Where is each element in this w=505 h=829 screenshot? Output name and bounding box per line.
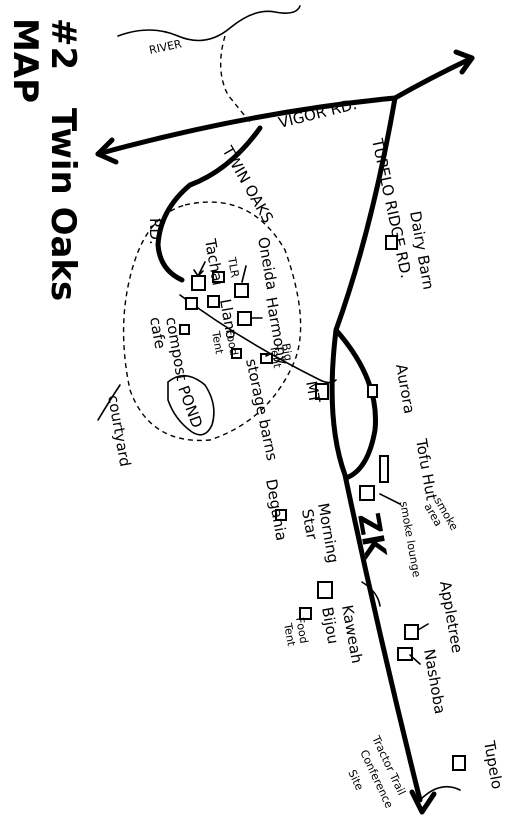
storage-barns-building bbox=[231, 348, 242, 359]
big-tent-label-1: Big bbox=[279, 342, 295, 362]
aurora-loop-road bbox=[333, 327, 379, 481]
conference-site-label-2: Site bbox=[345, 768, 366, 793]
smoke-lounge-arrow bbox=[379, 493, 401, 505]
courtyard-pointer bbox=[97, 384, 121, 421]
river-line bbox=[117, 5, 301, 42]
map-title: MAP #2 Twin Oaks bbox=[5, 18, 83, 301]
zk-building bbox=[359, 485, 375, 501]
appletree-arrow bbox=[417, 623, 429, 631]
river-label: RIVER bbox=[148, 37, 183, 57]
kaweah-building bbox=[317, 581, 333, 599]
pond-shape bbox=[167, 374, 215, 436]
map-title-line3: Twin Oaks bbox=[43, 108, 83, 301]
nashoba-label: Nashoba bbox=[420, 648, 449, 716]
oneida-building bbox=[234, 283, 249, 298]
harmony-building bbox=[237, 311, 252, 326]
tlr-building bbox=[212, 271, 225, 283]
big-tent-arrow bbox=[265, 353, 271, 357]
oneida-label: Oneida bbox=[254, 236, 281, 292]
aurora-building bbox=[367, 384, 378, 398]
appletree-label: Appletree bbox=[436, 580, 466, 655]
tofu-hut-label: Tofu Hut bbox=[412, 437, 441, 502]
oneida-arrow bbox=[241, 265, 247, 283]
bijou-label: Bijou bbox=[318, 606, 342, 646]
kaweah-arc bbox=[361, 581, 381, 607]
tupelo-ridge-road-label: TUPELO RIDGE RD. bbox=[368, 136, 415, 280]
vigor-road bbox=[95, 55, 475, 157]
pond-label: POND bbox=[174, 383, 206, 430]
food-tent-label-2: Tent bbox=[209, 329, 226, 355]
vigor-road-label: VIGOR RD. bbox=[277, 95, 359, 132]
kaweah-label: Kaweah bbox=[338, 604, 366, 665]
food-tent2-label-2: Tent bbox=[281, 621, 298, 647]
river-path-dotted bbox=[220, 35, 251, 123]
tupelo-connector bbox=[419, 785, 461, 801]
mt-building bbox=[315, 383, 329, 400]
nashoba-arrow bbox=[409, 654, 421, 665]
twin-oaks-road-label-2: RD. bbox=[146, 218, 164, 245]
tupelo-building bbox=[452, 755, 466, 771]
dairy-barn-building bbox=[385, 235, 398, 250]
food-tent-label-1: Food bbox=[223, 328, 240, 356]
tofu-hut-building bbox=[379, 455, 389, 483]
twin-oaks-road bbox=[155, 125, 263, 283]
vigor-arrow-right bbox=[453, 49, 475, 75]
compost-cafe-building bbox=[179, 324, 190, 335]
bijou-building bbox=[299, 607, 312, 620]
zk-label: ZK bbox=[350, 510, 393, 562]
llano-building bbox=[207, 295, 220, 308]
aurora-label: Aurora bbox=[392, 363, 418, 416]
tachai-arrow bbox=[193, 261, 206, 278]
storage-barns-label: storage barns bbox=[242, 357, 281, 462]
tupelo-ridge-road bbox=[329, 95, 423, 803]
tupelo-arrow-bottom bbox=[409, 789, 437, 815]
degania-building bbox=[275, 509, 287, 521]
appletree-building bbox=[404, 624, 419, 640]
map-title-line2: #2 bbox=[43, 18, 83, 70]
smoke-lounge-label: smoke lounge bbox=[397, 500, 423, 578]
nashoba-building bbox=[397, 647, 413, 661]
big-tent-label-2: Tent bbox=[267, 343, 284, 369]
mt-label: MT bbox=[302, 380, 324, 406]
twin-oaks-road-label-1: TWIN OAKS bbox=[218, 142, 277, 226]
tupelo-label: Tupelo bbox=[480, 739, 505, 791]
tachai-annex-building bbox=[185, 297, 198, 310]
courtyard-lane bbox=[179, 294, 337, 384]
tlr-label: TLR bbox=[225, 255, 242, 279]
food-tent2-label-1: Food bbox=[293, 616, 310, 644]
map-title-line1: MAP bbox=[5, 18, 45, 103]
compost-label-2: cafe bbox=[146, 316, 169, 351]
big-tent-building bbox=[260, 353, 273, 364]
degania-label: Degania bbox=[262, 478, 291, 543]
tachai-building bbox=[191, 275, 206, 291]
courtyard-boundary bbox=[122, 201, 302, 442]
courtyard-label: courtyard bbox=[104, 394, 134, 469]
dairy-barn-label: Dairy Barn bbox=[406, 210, 438, 292]
vigor-arrow-left bbox=[95, 137, 119, 165]
morning-star-label-2: Star bbox=[298, 508, 321, 542]
